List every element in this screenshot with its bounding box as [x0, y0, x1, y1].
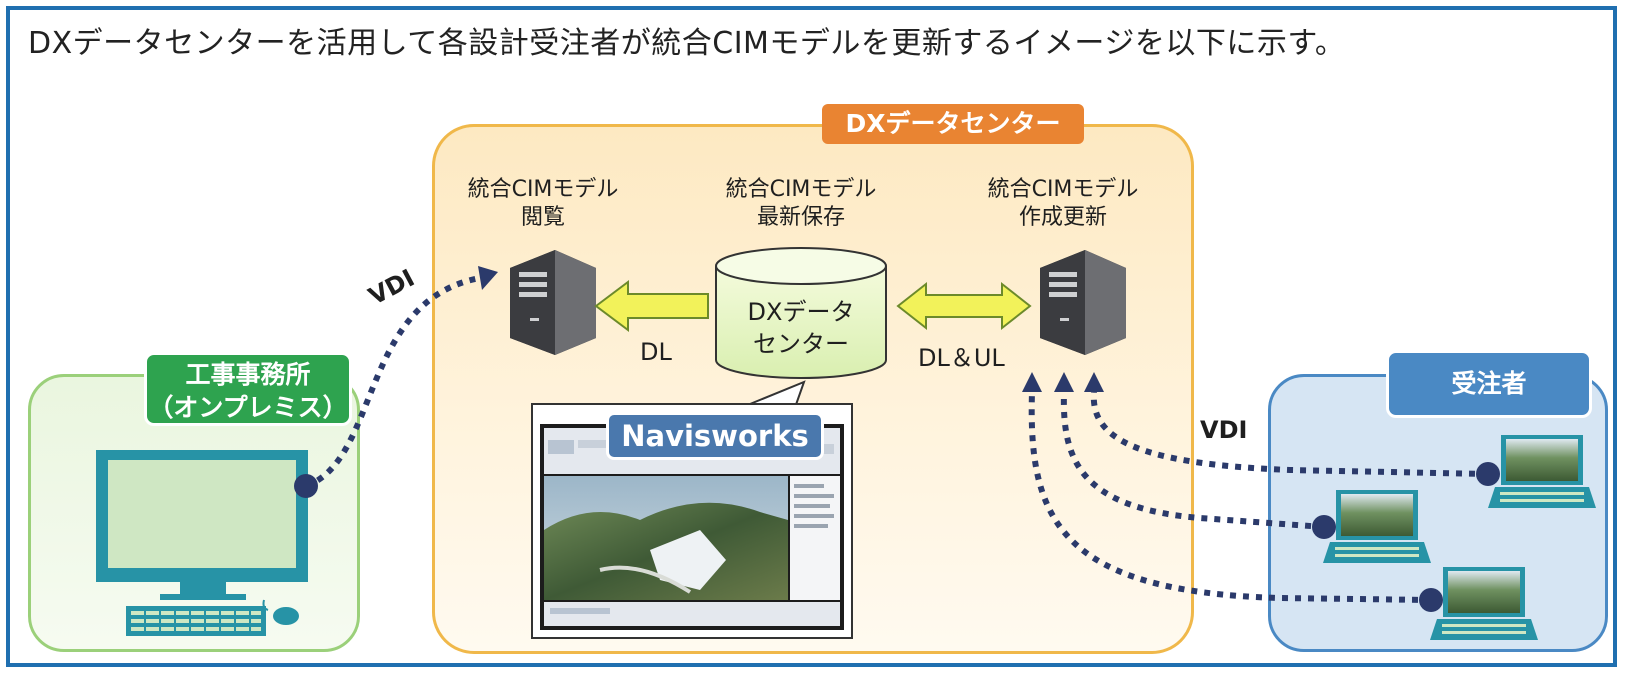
storage-label: 統合CIMモデル 最新保存 — [725, 177, 877, 230]
desktop-monitor-icon — [96, 450, 308, 600]
vdi-connection-contractor-1 — [1084, 372, 1500, 486]
storage-cylinder-icon — [715, 247, 887, 379]
arrow-dl-ul — [896, 281, 1032, 331]
server-left-label: 統合CIMモデル 閲覧 — [467, 177, 619, 230]
arrow-dl — [594, 280, 709, 332]
server-right-label: 統合CIMモデル 作成更新 — [987, 177, 1139, 230]
vdi-label-contractor: VDI — [1200, 416, 1248, 444]
site-office-tag-line2: （オンプレミス） — [148, 393, 348, 422]
vdi-connection-site — [294, 266, 498, 498]
site-office-tag-line1: 工事事務所 — [185, 360, 311, 389]
contractor-tag: 受注者 — [1386, 350, 1592, 418]
laptop-icon-top — [1488, 435, 1596, 508]
storage-text: DXデータ センター — [747, 298, 855, 358]
data-center-tag: DXデータセンター — [822, 104, 1084, 144]
server-right-icon — [1040, 250, 1126, 355]
vdi-connection-contractor-2 — [1054, 372, 1336, 539]
arrow-dl-label: DL — [640, 338, 672, 366]
keyboard-icon — [126, 606, 266, 636]
arrow-dl-ul-label: DL＆UL — [918, 344, 1005, 372]
mouse-icon — [262, 599, 299, 625]
navisworks-tag: Navisworks — [606, 412, 824, 460]
laptop-icon-middle — [1323, 490, 1431, 563]
site-office-tag: 工事事務所 （オンプレミス） — [144, 352, 352, 426]
laptop-icon-bottom — [1430, 567, 1538, 640]
server-left-icon — [510, 250, 596, 355]
vdi-connection-contractor-3 — [1022, 372, 1443, 612]
headline: DXデータセンターを活用して各設計受注者が統合CIMモデルを更新するイメージを以… — [28, 26, 1346, 61]
